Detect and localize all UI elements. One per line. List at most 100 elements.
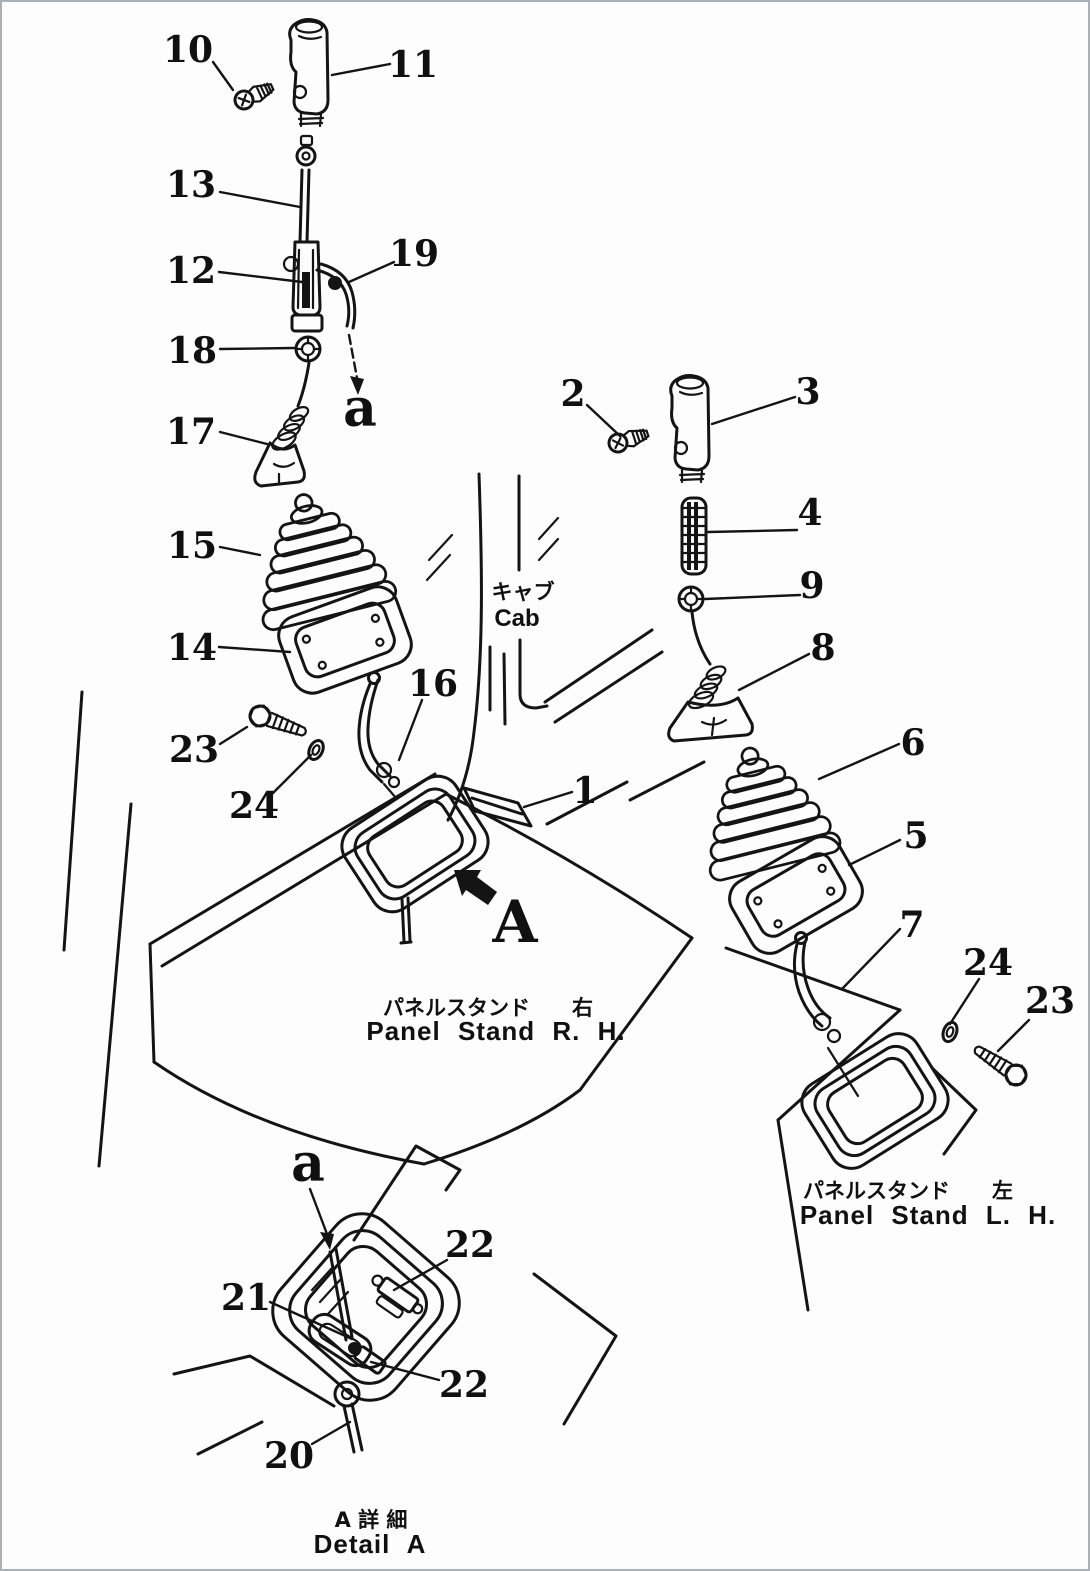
link-to-socket-8 xyxy=(690,610,712,666)
callout-22-upper: 22 xyxy=(445,1224,495,1266)
detail-surround-left xyxy=(172,1354,336,1408)
callout-10: 10 xyxy=(163,29,213,71)
knob-tip-stud xyxy=(299,134,314,147)
flow-arrows xyxy=(308,333,497,1250)
cab-sill-diagonals xyxy=(543,628,664,724)
rh-lever-rod-below xyxy=(399,896,413,945)
lever-shaft-dark-band xyxy=(302,272,310,308)
callout-3: 3 xyxy=(795,371,820,413)
lever-socket-8 xyxy=(667,665,754,743)
callout-23-left: 23 xyxy=(169,729,219,771)
detail-a-title-jp: A 詳 細 xyxy=(335,1508,408,1532)
callout-13: 13 xyxy=(166,164,216,206)
detail-a-title-en: Detail A xyxy=(314,1529,427,1559)
floor-diagonals xyxy=(545,760,706,826)
callout-11: 11 xyxy=(388,44,438,86)
lh-left-edge xyxy=(776,1118,810,1312)
panel-lh-label-en: Panel Stand L. H. xyxy=(800,1200,1056,1230)
lever-collar xyxy=(290,313,324,333)
leader-lines xyxy=(211,60,1031,1446)
text-blocks: キャブ Cab パネルスタンド 右 Panel Stand R. H. パネルス… xyxy=(314,580,1056,1559)
detail-a-view xyxy=(172,1144,618,1456)
lh-right-corner xyxy=(930,1066,978,1156)
callout-20: 20 xyxy=(264,1435,314,1477)
arrow-a-upper-shaft xyxy=(347,333,359,380)
panel-stand-rh xyxy=(148,766,902,1166)
control-lever-16 xyxy=(357,671,401,800)
ball-joint-top xyxy=(295,145,317,167)
switch-22-lower xyxy=(348,1343,387,1375)
hatch-marks-left xyxy=(425,533,454,582)
cab-sill-curve xyxy=(518,638,549,710)
rubber-boot-6 xyxy=(682,730,844,884)
callout-4: 4 xyxy=(797,492,822,534)
panel-rh-label-en: Panel Stand R. H. xyxy=(366,1016,625,1046)
cab-frame xyxy=(62,472,706,1168)
callout-15: 15 xyxy=(167,525,217,567)
left-lever-assembly xyxy=(230,18,419,800)
flow-label-a-upper: a xyxy=(343,378,377,439)
rod-20 xyxy=(342,1402,364,1454)
lh-top-edge xyxy=(776,1008,902,1122)
callout-8: 8 xyxy=(810,627,835,669)
nut-9 xyxy=(677,585,705,613)
lever-socket-17 xyxy=(253,405,310,488)
rod-13 xyxy=(298,168,311,244)
view-a-arrow xyxy=(454,870,497,905)
cab-pillar-left-line xyxy=(446,472,483,822)
callout-16: 16 xyxy=(408,663,458,705)
boot-plate-14 xyxy=(271,579,419,701)
lh-lever-hole xyxy=(792,1023,958,1179)
callout-24-right: 24 xyxy=(963,942,1013,984)
callout-18: 18 xyxy=(167,330,217,372)
rh-bottom-edge xyxy=(152,1060,426,1166)
callout-14: 14 xyxy=(167,627,217,669)
lever-knob-11 xyxy=(288,18,330,128)
detail-surround-right xyxy=(532,1272,618,1426)
panel-lh-label-jp: パネルスタンド 左 xyxy=(803,1179,1013,1203)
callout-24-left: 24 xyxy=(229,785,279,827)
switch-22-upper xyxy=(371,1274,424,1319)
rh-left-edge xyxy=(148,942,156,1064)
wire-clamp-19 xyxy=(328,276,342,290)
rh-top-edge xyxy=(148,772,448,968)
detail-rod-a xyxy=(328,1247,354,1342)
callout-6: 6 xyxy=(900,722,925,764)
detail-boot-rings xyxy=(271,1212,461,1402)
lever-side-boss xyxy=(282,255,300,273)
lever-knob-3 xyxy=(669,374,711,484)
callout-19: 19 xyxy=(389,233,439,275)
cab-floor-line-2 xyxy=(502,652,507,726)
right-lever-assembly xyxy=(605,374,1032,1098)
ball-joint-top-center xyxy=(301,151,311,161)
edge-to-lh xyxy=(724,946,902,1012)
cab-left-pillar-a xyxy=(62,690,84,952)
rh-right-top-edge xyxy=(444,792,694,940)
arrow-a-upper-head xyxy=(350,376,364,395)
nut-18 xyxy=(294,335,322,363)
cab-label-jp: キャブ xyxy=(492,580,555,604)
callout-1: 1 xyxy=(572,770,597,812)
flow-label-a-detail: a xyxy=(291,1133,325,1194)
spring-4 xyxy=(680,496,708,576)
callout-22-lower: 22 xyxy=(439,1364,489,1406)
rh-right-edge xyxy=(422,936,694,1166)
bolt-23-left xyxy=(245,700,311,745)
bolt-23-right xyxy=(967,1037,1032,1092)
callout-2: 2 xyxy=(560,373,585,415)
link-to-socket xyxy=(296,361,311,408)
detail-surround-top xyxy=(352,1144,462,1242)
control-lever-7 xyxy=(792,931,860,1098)
view-a-label: A xyxy=(491,888,538,956)
screw-10 xyxy=(230,77,278,114)
callout-5: 5 xyxy=(903,815,928,857)
panel-strip-part-1 xyxy=(462,786,533,828)
cab-label-en: Cab xyxy=(494,605,539,632)
callout-9: 9 xyxy=(799,565,824,607)
detail-surround-bottom xyxy=(196,1420,264,1456)
cab-left-pillar-b xyxy=(97,802,133,1168)
callout-23-right: 23 xyxy=(1025,980,1075,1022)
callout-21: 21 xyxy=(221,1277,271,1319)
wire-19-inner xyxy=(319,262,357,330)
